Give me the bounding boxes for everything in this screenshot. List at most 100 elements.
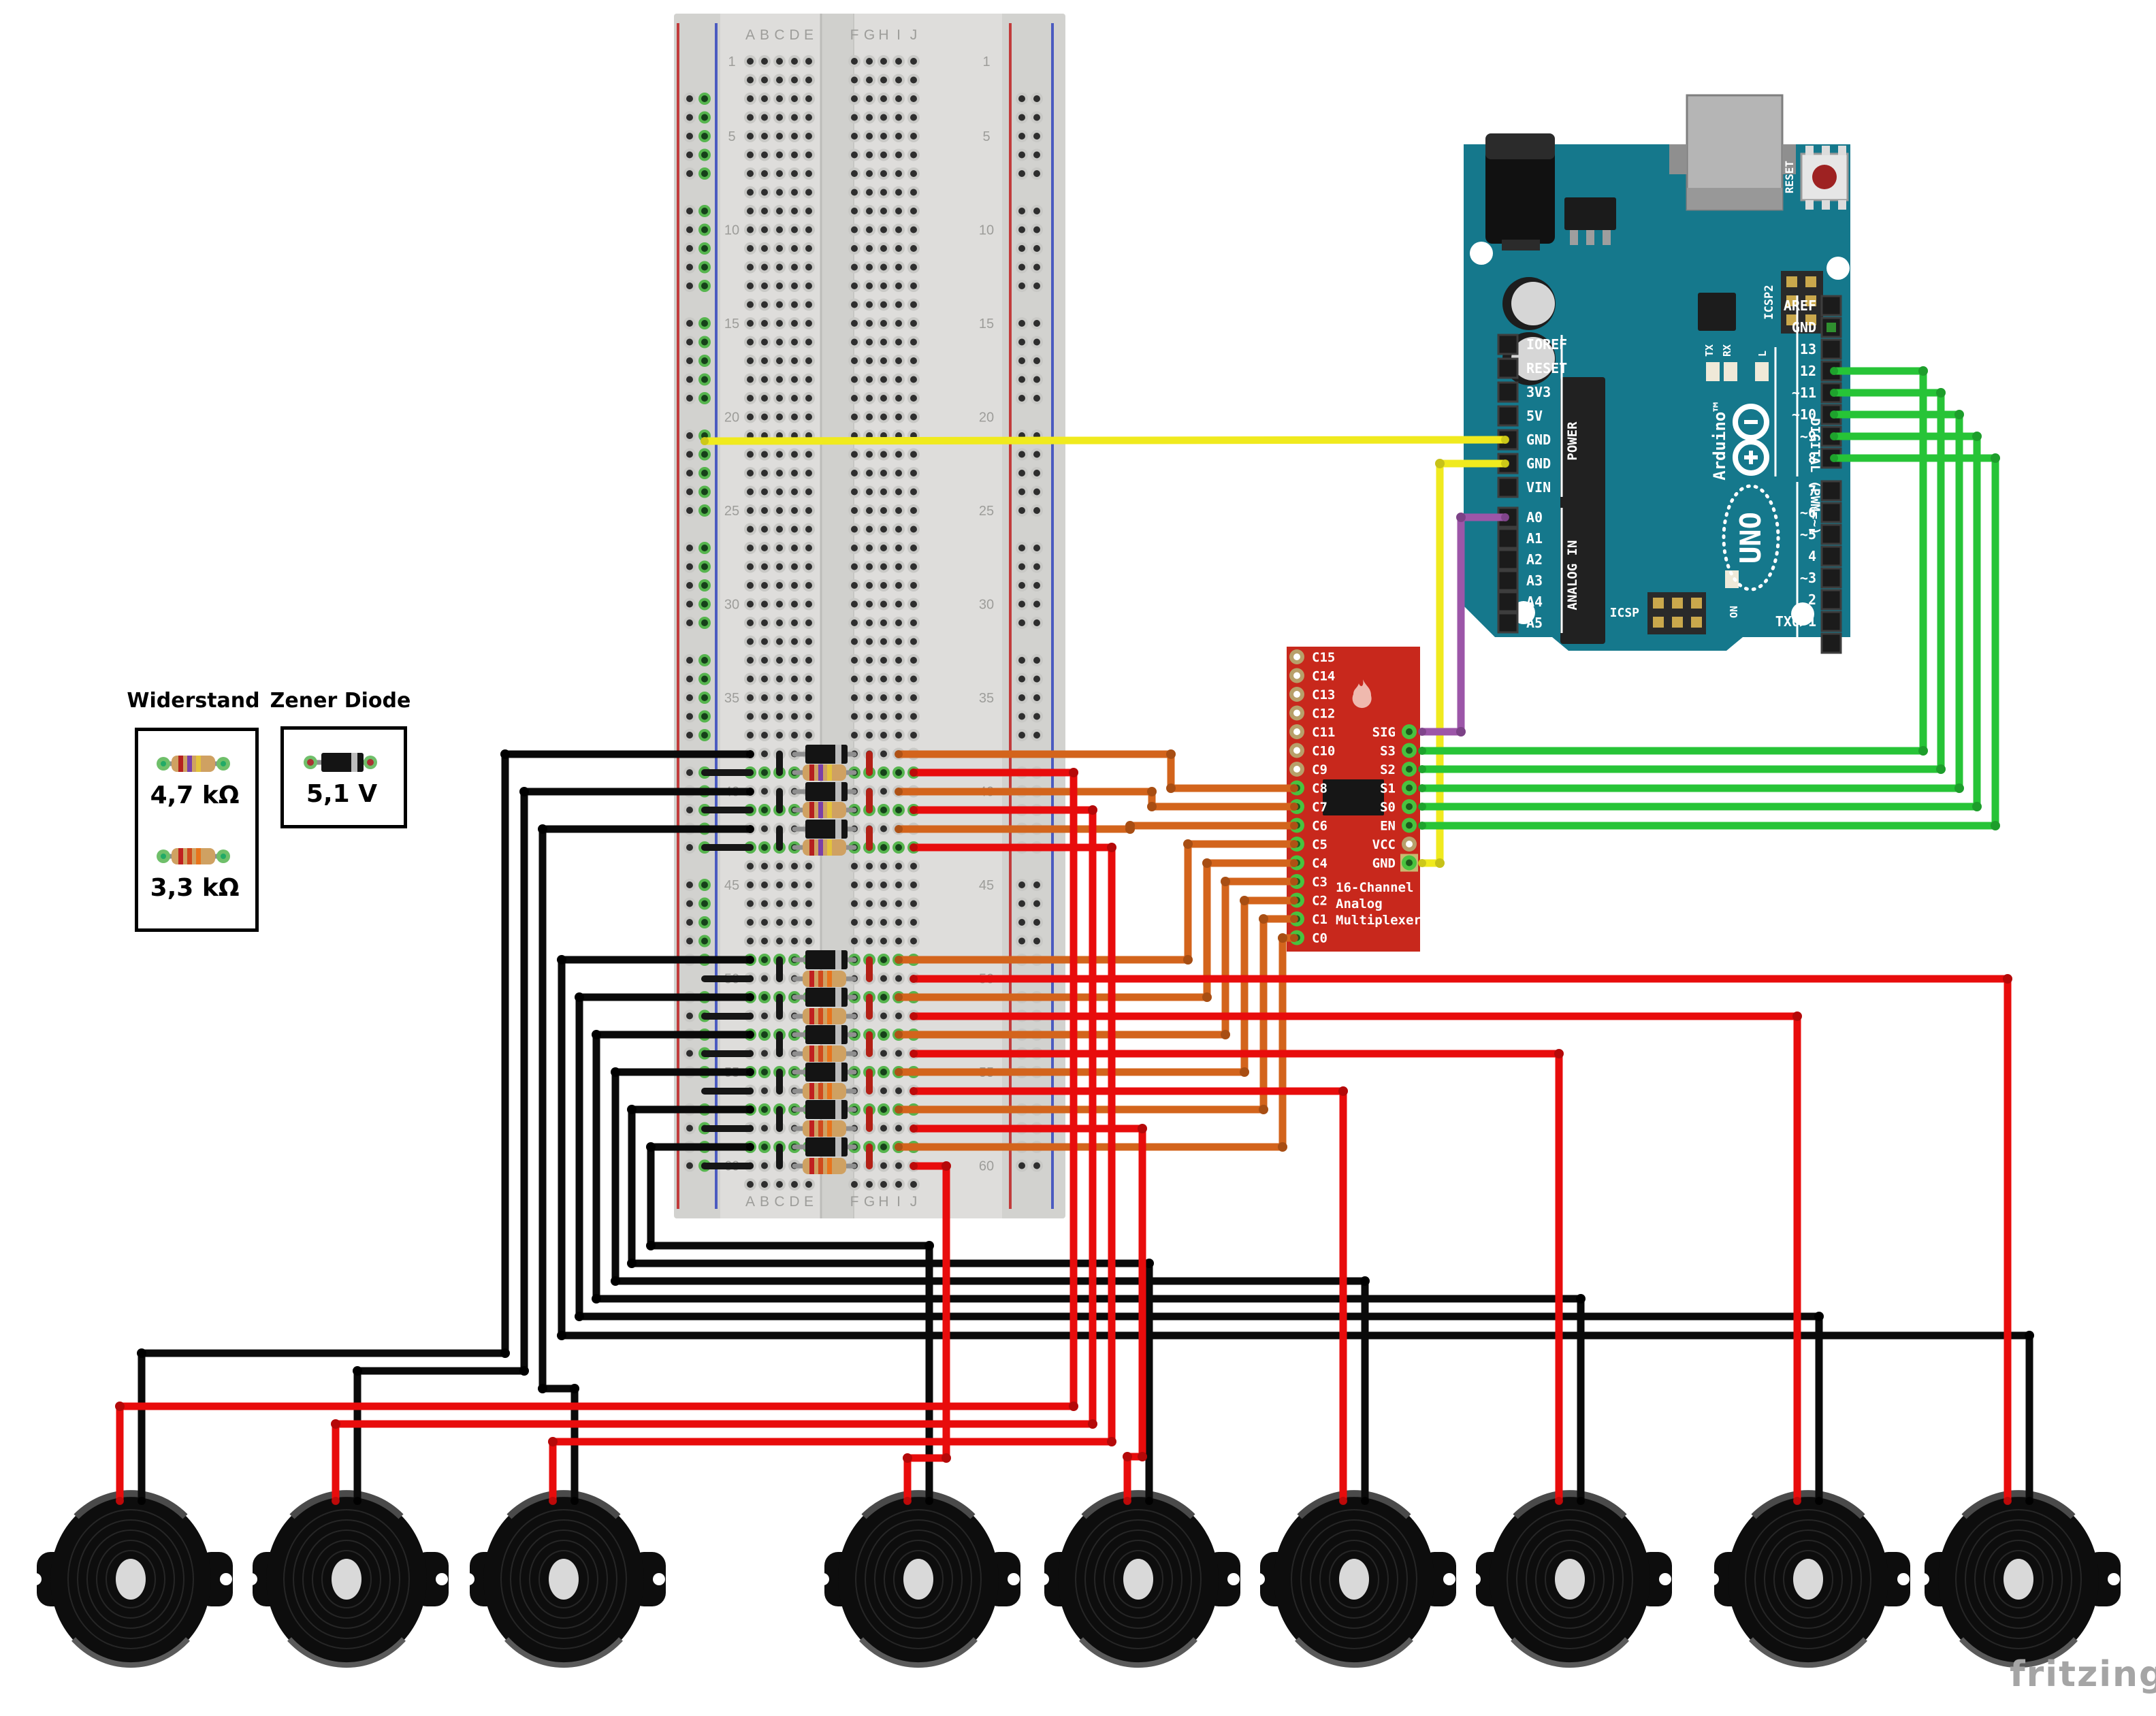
pin-socket[interactable]: [1497, 357, 1519, 379]
pin-socket[interactable]: [1820, 632, 1842, 654]
breadboard-hole: [791, 451, 798, 458]
breadboard-hole: [910, 151, 917, 159]
rail-hole: [686, 507, 693, 514]
pin-socket[interactable]: [1497, 334, 1519, 355]
breadboard-hole: [791, 563, 798, 570]
breadboard-hole: [880, 320, 887, 327]
arduino-pin-label: 7: [1808, 483, 1816, 499]
breadboard-hole: [895, 451, 902, 458]
breadboard-hole: [761, 338, 768, 346]
breadboard-hole: [910, 133, 917, 140]
rail-hole: [1033, 451, 1040, 458]
pin-socket[interactable]: [1820, 480, 1842, 502]
breadboard-hole: [880, 675, 887, 683]
pin-socket[interactable]: [1497, 549, 1519, 570]
rail-hole: [686, 338, 693, 346]
pin-socket[interactable]: [1820, 295, 1842, 317]
breadboard-hole: [851, 376, 858, 383]
rail-hole: [1018, 713, 1025, 720]
arduino-pin-label: GND: [1526, 455, 1551, 472]
pin-socket[interactable]: [1497, 528, 1519, 549]
breadboard-hole: [791, 638, 798, 645]
wire-end: [895, 750, 903, 758]
pin-socket[interactable]: [1497, 591, 1519, 613]
breadboard-hole: [851, 862, 858, 870]
rail-hole-gnd: [701, 357, 708, 364]
mux-pin: [1406, 841, 1413, 847]
breadboard-hole: [895, 600, 902, 608]
breadboard-hole: [747, 638, 754, 645]
breadboard-hole: [866, 937, 873, 945]
breadboard-hole: [866, 133, 873, 140]
breadboard-hole: [791, 58, 798, 65]
rail-hole: [1018, 470, 1025, 476]
rail-hole: [686, 282, 693, 289]
pin-socket[interactable]: [1497, 476, 1519, 498]
breadboard-hole: [866, 675, 873, 683]
pin-socket[interactable]: [1497, 381, 1519, 403]
rail-hole: [686, 357, 693, 364]
wire-end: [1290, 896, 1298, 905]
reset-button: [1822, 146, 1830, 155]
breadboard-hole: [776, 732, 783, 739]
pin-socket[interactable]: [1497, 612, 1519, 634]
rail-hole: [1018, 320, 1025, 327]
breadboard-hole: [895, 545, 902, 551]
breadboard-hole: [895, 975, 902, 982]
breadboard-hole: [866, 208, 873, 214]
rail-hole: [686, 245, 693, 252]
mux-pin-label: C7: [1312, 800, 1328, 815]
breadboard-hole: [880, 245, 887, 252]
breadboard-hole: [866, 151, 873, 159]
mux-pin-label: VCC: [1372, 837, 1396, 852]
breadboard-hole: [895, 226, 902, 233]
pin-socket[interactable]: [1820, 611, 1842, 632]
bb-col-letter: C: [774, 27, 784, 43]
icsp2-pin: [1805, 295, 1816, 306]
rail-hole-gnd: [701, 732, 708, 739]
breadboard-hole: [805, 600, 812, 608]
breadboard-hole: [866, 919, 873, 926]
wire-end: [1501, 436, 1509, 444]
breadboard-hole: [776, 937, 783, 945]
arduino-pin-label: ~9: [1800, 428, 1816, 444]
rail-hole: [1018, 170, 1025, 177]
breadboard-hole: [791, 170, 798, 177]
wire-end: [1418, 784, 1426, 792]
breadboard-hole: [761, 825, 768, 832]
legend-zener-box: [280, 726, 407, 828]
breadboard-hole: [866, 376, 873, 383]
pin-socket[interactable]: [1820, 502, 1842, 523]
breadboard-hole: [747, 114, 754, 121]
wire-bend: [575, 992, 584, 1002]
breadboard-hole: [866, 338, 873, 346]
breadboard-hole: [805, 563, 812, 570]
breadboard-hole: [880, 1106, 887, 1113]
rail-hole: [1033, 937, 1040, 945]
rail-hole-gnd: [701, 263, 708, 271]
icsp-pin: [1653, 598, 1664, 609]
breadboard-hole: [776, 638, 783, 645]
wire-d12-s3: [1418, 367, 1927, 755]
breadboard-hole: [895, 151, 902, 159]
breadboard-hole: [910, 170, 917, 177]
breadboard-hole: [880, 1181, 887, 1188]
breadboard-hole: [895, 208, 902, 214]
pin-socket[interactable]: [1820, 338, 1842, 360]
pin-socket[interactable]: [1497, 570, 1519, 592]
breadboard-hole: [747, 282, 754, 289]
pin-socket[interactable]: [1497, 405, 1519, 427]
rail-hole: [686, 1124, 693, 1132]
breadboard-hole: [880, 732, 887, 739]
pin-socket[interactable]: [1820, 545, 1842, 567]
breadboard-hole: [880, 357, 887, 364]
breadboard-hole: [866, 226, 873, 233]
breadboard-hole: [791, 208, 798, 214]
breadboard-hole: [747, 245, 754, 252]
wire-end: [1501, 513, 1509, 521]
pin-socket[interactable]: [1820, 589, 1842, 611]
pin-socket[interactable]: [1820, 567, 1842, 589]
reset-button[interactable]: [1812, 165, 1837, 189]
pin-socket[interactable]: [1820, 523, 1842, 545]
